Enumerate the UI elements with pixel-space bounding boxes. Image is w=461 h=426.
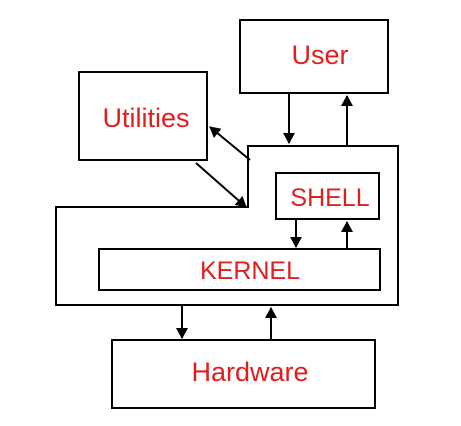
system-enclosure [55,145,399,306]
system-to-utilities-arrow [209,126,251,161]
shell-box [275,172,380,220]
shell-label: SHELL [290,184,369,212]
user-box [239,19,389,94]
user-label: User [291,40,348,70]
kernel-box [98,248,381,291]
hardware-label: Hardware [191,357,308,387]
utilities-to-system-arrow [195,162,247,208]
utilities-box [78,71,208,161]
hardware-box [111,339,376,409]
kernel-label: KERNEL [200,257,300,285]
utilities-label: Utilities [102,103,189,133]
